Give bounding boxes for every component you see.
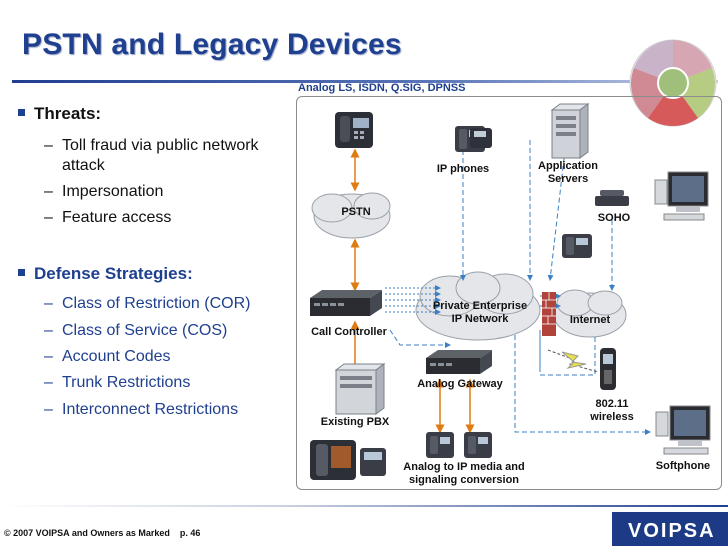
conversion-label: Analog to IP media and signaling convers… — [403, 461, 525, 486]
threat-item: – Toll fraud via public network attack — [44, 137, 259, 174]
firewall-icon — [542, 292, 556, 336]
server-icon — [550, 103, 590, 159]
analog-gateway-icon — [426, 350, 492, 374]
network-diagram-frame — [296, 96, 722, 490]
analog-gateway-label: Analog Gateway — [417, 378, 503, 390]
wireless-link-icon — [547, 349, 599, 373]
softphone-pc-icon — [655, 405, 711, 455]
pbx-phone-icon — [310, 440, 356, 480]
copyright-text: © 2007 VOIPSA and Owners as Marked — [4, 528, 170, 538]
page-number: p. 46 — [179, 528, 201, 538]
voipsa-logo: VOIPSA — [628, 520, 716, 542]
call-controller-icon — [310, 290, 382, 316]
app-servers-label: Application Servers — [538, 160, 598, 185]
soho-phone-icon — [562, 234, 592, 258]
footer-divider — [0, 505, 728, 507]
call-controller-label: Call Controller — [311, 326, 387, 338]
slide-title: PSTN and Legacy Devices — [22, 28, 402, 61]
soho-pc-icon — [654, 171, 709, 221]
wireless-handset-icon — [600, 348, 616, 390]
softphone-label: Softphone — [655, 460, 711, 472]
threats-heading: Threats: — [18, 104, 101, 124]
ip-phone-icon — [470, 128, 492, 148]
soho-label: SOHO — [597, 212, 631, 224]
private-network-label: Private Enterprise IP Network — [432, 300, 528, 325]
title-underline — [12, 80, 718, 83]
internet-label: Internet — [569, 314, 611, 326]
bullet-square-icon — [18, 269, 25, 277]
internet-cloud — [553, 289, 627, 338]
defense-item: –Account Codes — [44, 348, 171, 365]
soho-router-icon — [595, 190, 629, 206]
defense-item: –Class of Restriction (COR) — [44, 295, 251, 312]
defense-item: –Interconnect Restrictions — [44, 401, 239, 418]
pstn-label: PSTN — [341, 206, 371, 218]
analog-phone-icon — [426, 432, 454, 458]
threat-item: –Feature access — [44, 209, 172, 226]
pstn-phone-icon — [335, 112, 373, 148]
footer-text: © 2007 VOIPSA and Owners as Marked p. 46 — [4, 528, 200, 538]
defense-item: –Class of Service (COS) — [44, 322, 228, 339]
defense-item: –Trunk Restrictions — [44, 374, 191, 391]
logo-background — [612, 512, 728, 546]
analog-phone-icon — [464, 432, 492, 458]
pstn-cloud — [311, 192, 391, 239]
bullet-square-icon — [18, 109, 25, 117]
corner-wheel-graphic — [629, 39, 717, 127]
ip-phones-label: IP phones — [436, 163, 490, 175]
threat-item: –Impersonation — [44, 183, 164, 200]
wireless-label: 802.11 wireless — [590, 398, 634, 423]
diagram-subtitle: Analog LS, ISDN, Q.SIG, DPNSS — [298, 82, 466, 94]
defense-heading: Defense Strategies: — [18, 264, 193, 284]
pbx-phone-icon — [360, 448, 386, 476]
existing-pbx-label: Existing PBX — [320, 416, 390, 428]
pbx-icon — [334, 363, 386, 415]
